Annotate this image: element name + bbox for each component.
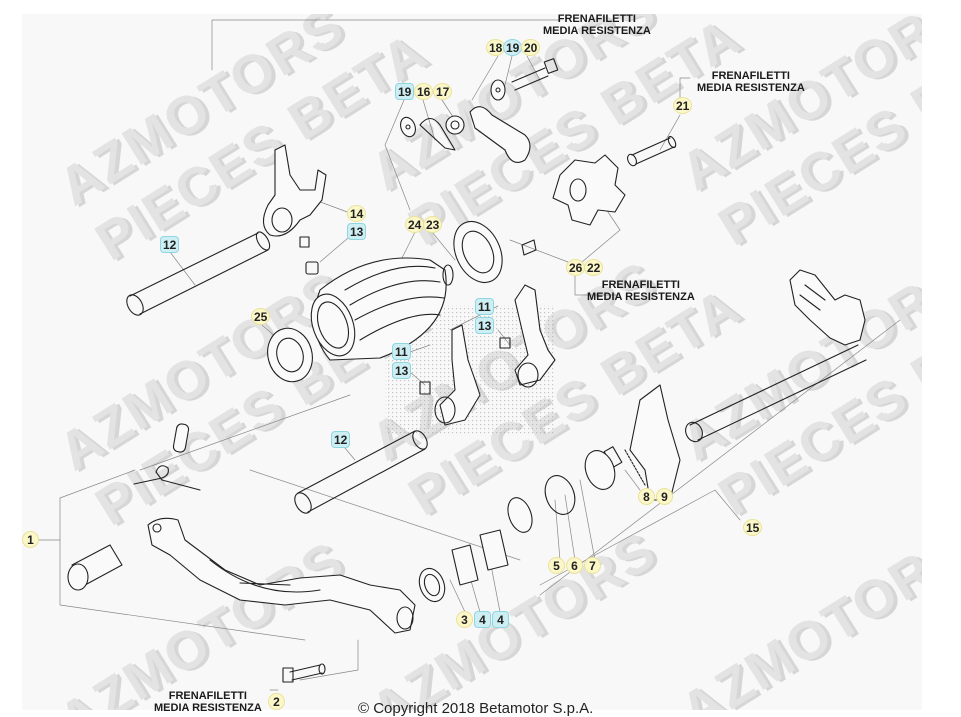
callout-13[interactable]: 13 [347,223,367,240]
callout-6[interactable]: 6 [566,557,583,574]
callout-12[interactable]: 12 [331,431,351,448]
callout-2[interactable]: 2 [268,693,285,710]
callout-3[interactable]: 3 [456,611,473,628]
note-line: MEDIA RESISTENZA [543,25,651,37]
callout-17[interactable]: 17 [433,83,453,100]
callout-8[interactable]: 8 [638,488,655,505]
note-line: MEDIA RESISTENZA [154,702,262,714]
callout-12[interactable]: 12 [160,236,180,253]
callout-26[interactable]: 26 [566,259,586,276]
callout-11[interactable]: 11 [392,343,411,360]
callout-5[interactable]: 5 [548,557,565,574]
callout-20[interactable]: 20 [521,39,541,56]
callout-14[interactable]: 14 [347,205,367,222]
callout-19[interactable]: 19 [395,83,415,100]
callout-23[interactable]: 23 [423,216,443,233]
callout-13[interactable]: 13 [392,362,412,379]
callout-18[interactable]: 18 [486,39,506,56]
threadlocker-note-mid: FRENAFILETTI MEDIA RESISTENZA [587,279,695,303]
copyright-text: © Copyright 2018 Betamotor S.p.A. [358,700,594,717]
fork-rod-upper [126,231,271,316]
note-line: FRENAFILETTI [557,13,636,25]
callout-19[interactable]: 19 [503,39,523,56]
callout-13[interactable]: 13 [475,317,495,334]
note-line: FRENAFILETTI [601,279,680,291]
callout-21[interactable]: 21 [673,97,693,114]
callout-4[interactable]: 4 [492,611,509,628]
note-line: MEDIA RESISTENZA [697,82,805,94]
callout-25[interactable]: 25 [251,308,271,325]
note-line: MEDIA RESISTENZA [587,291,695,303]
callout-4[interactable]: 4 [474,611,491,628]
callout-7[interactable]: 7 [584,557,601,574]
threadlocker-note-bottom: FRENAFILETTI MEDIA RESISTENZA [154,690,262,714]
threadlocker-note-top: FRENAFILETTI MEDIA RESISTENZA [543,13,651,37]
note-line: FRENAFILETTI [168,690,247,702]
callout-9[interactable]: 9 [656,488,673,505]
threadlocker-note-right: FRENAFILETTI MEDIA RESISTENZA [697,70,805,94]
callout-15[interactable]: 15 [743,519,763,536]
callout-1[interactable]: 1 [22,531,39,548]
callout-16[interactable]: 16 [414,83,434,100]
callout-11[interactable]: 11 [475,298,494,315]
note-line: FRENAFILETTI [711,70,790,82]
callout-22[interactable]: 22 [584,259,604,276]
